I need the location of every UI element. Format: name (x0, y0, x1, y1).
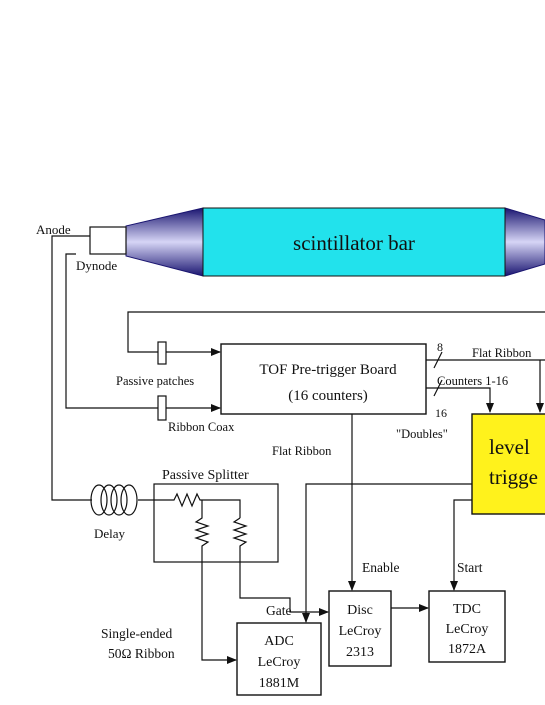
disc-line-3: 2313 (346, 645, 374, 660)
passive-patch-bottom (157, 395, 167, 421)
delay-coil (90, 484, 138, 516)
left-light-guide (125, 207, 204, 277)
level-trigger-box (471, 413, 545, 515)
single-ended-label: Single-ended (101, 626, 172, 641)
trigger-label: trigge (489, 465, 538, 489)
doubles-label: "Doubles" (396, 427, 448, 441)
adc-line-1: ADC (264, 634, 294, 649)
tof-board-title: TOF Pre-trigger Board (259, 362, 397, 378)
bus-slash-8 (433, 351, 443, 369)
tdc-line-2: LeCroy (446, 622, 489, 637)
tdc-line-3: 1872A (448, 642, 487, 657)
passive-patches-label: Passive patches (116, 374, 194, 388)
ribbon-50-label: 50Ω Ribbon (108, 646, 175, 661)
adc-box (236, 622, 322, 696)
tof-board-subtitle: (16 counters) (288, 388, 368, 404)
disc-line-1: Disc (347, 603, 373, 618)
flat-ribbon-right-label: Flat Ribbon (472, 346, 532, 360)
pmt-base (89, 226, 127, 255)
delay-label: Delay (94, 526, 126, 541)
ribbon-coax-label: Ribbon Coax (168, 420, 235, 434)
level-label: level (489, 435, 530, 459)
adc-line-2: LeCroy (258, 655, 301, 670)
disc-box (328, 590, 392, 667)
scintillator-label: scintillator bar (293, 231, 415, 255)
passive-splitter-box (153, 483, 279, 563)
anode-label: Anode (36, 222, 71, 237)
passive-patch-top (157, 341, 167, 365)
enable-label: Enable (362, 560, 399, 575)
tdc-box (428, 590, 506, 663)
tdc-line-1: TDC (453, 602, 481, 617)
bus-8-label: 8 (437, 340, 443, 354)
flat-ribbon-mid-label: Flat Ribbon (272, 444, 332, 458)
scintillator-bar (202, 207, 506, 277)
splitter-resistors (170, 492, 248, 558)
counters-label: Counters 1-16 (437, 374, 508, 388)
gate-label: Gate (266, 603, 291, 618)
signal-wires (51, 235, 545, 664)
bus-slash-16 (433, 379, 443, 397)
start-label: Start (457, 560, 483, 575)
bus-16-label: 16 (435, 406, 447, 420)
adc-line-3: 1881M (259, 676, 300, 691)
tof-pretrigger-board (220, 343, 427, 415)
right-light-guide (504, 207, 545, 277)
dynode-label: Dynode (76, 258, 117, 273)
passive-splitter-label: Passive Splitter (162, 468, 249, 483)
disc-line-2: LeCroy (339, 624, 382, 639)
